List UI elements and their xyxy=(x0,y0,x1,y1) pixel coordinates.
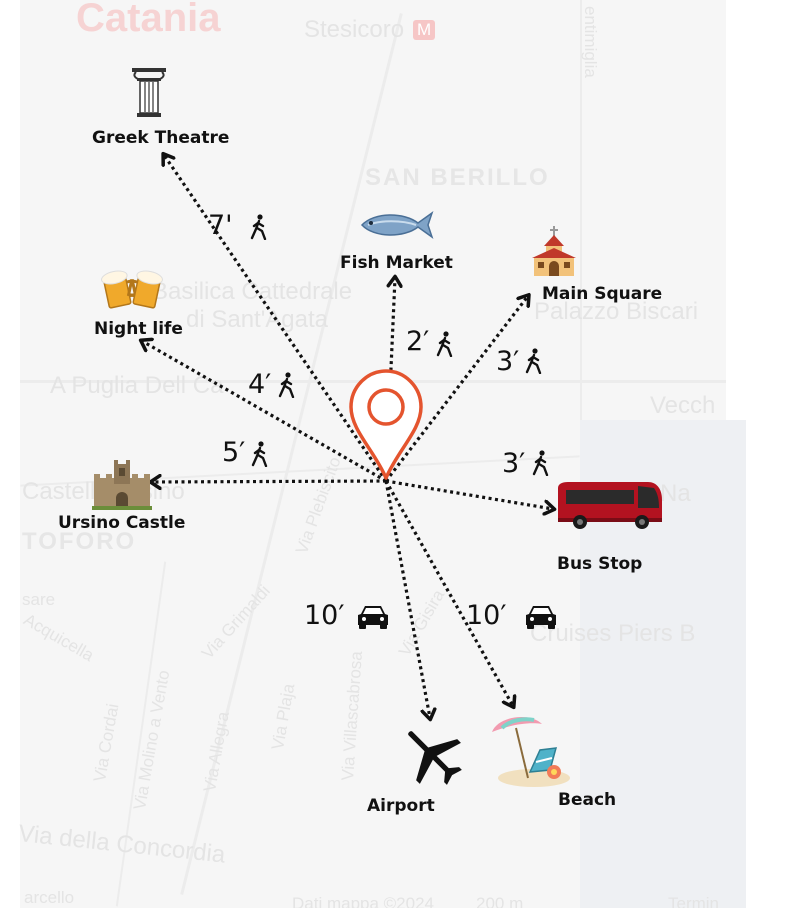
time-beach: 10′ xyxy=(466,600,507,631)
map-label-puglia: A Puglia Dell Ca xyxy=(50,372,224,399)
map-label-toforo: TOFORO xyxy=(22,528,137,555)
walking-icon xyxy=(532,450,549,476)
arrow-night-life xyxy=(142,341,387,483)
time-greek-theatre: 7' xyxy=(208,210,233,241)
time-night-life: 4′ xyxy=(248,369,272,400)
arrow-bus-stop xyxy=(385,479,553,509)
arrow-greek-theatre xyxy=(164,155,388,482)
map-label-marcello: arcello xyxy=(24,888,75,907)
metro-badge: M xyxy=(413,20,436,40)
location-pin-icon xyxy=(349,369,423,480)
time-ursino-castle: 5′ xyxy=(222,437,246,468)
walking-icon xyxy=(250,214,267,240)
walking-icon xyxy=(251,441,268,467)
car-icon xyxy=(526,606,556,629)
map-background xyxy=(20,0,746,908)
walking-icon xyxy=(436,331,453,357)
car-icon xyxy=(358,606,388,629)
label-fish-market: Fish Market xyxy=(340,253,453,273)
walking-icon xyxy=(525,348,542,374)
map-label-stesicoro: Stesicoro xyxy=(304,16,405,43)
map-label-palazzo: Palazzo Biscari xyxy=(534,298,699,325)
map-city-label: Catania xyxy=(76,0,221,40)
walking-icon xyxy=(278,372,295,398)
beer-mugs-icon xyxy=(101,270,163,309)
airplane-icon xyxy=(408,731,462,785)
map-label-basilica-2: di Sant'Agata xyxy=(186,306,329,333)
church-icon xyxy=(532,226,576,276)
map-attribution: Dati mappa ©2024 xyxy=(292,894,435,908)
map-scale: 200 m xyxy=(476,894,524,908)
fish-icon xyxy=(360,211,434,239)
time-main-square: 3′ xyxy=(496,346,520,377)
time-airport: 10′ xyxy=(304,600,345,631)
map-label-basilica-1: Basilica Cattedrale xyxy=(152,278,353,305)
label-greek-theatre: Greek Theatre xyxy=(92,128,230,148)
map-terms: Termin xyxy=(668,894,720,908)
castle-icon xyxy=(92,460,152,510)
time-fish-market: 2′ xyxy=(406,326,430,357)
bus-icon xyxy=(558,482,662,529)
arrow-beach xyxy=(384,480,513,706)
map-label-san-berillo: SAN BERILLO xyxy=(365,164,550,191)
label-bus-stop: Bus Stop xyxy=(557,554,643,574)
arrow-ursino-castle xyxy=(152,481,387,482)
map-label-sare: sare xyxy=(22,590,56,609)
label-airport: Airport xyxy=(367,796,435,816)
map-label-vecch: Vecch xyxy=(650,392,716,419)
map-label-cruises: Cruises Piers B xyxy=(530,620,696,647)
label-main-square: Main Square xyxy=(542,284,663,304)
greek-column-icon xyxy=(132,68,166,117)
label-night-life: Night life xyxy=(94,319,183,339)
time-bus-stop: 3′ xyxy=(502,448,526,479)
label-beach: Beach xyxy=(558,790,617,810)
label-ursino-castle: Ursino Castle xyxy=(58,513,186,533)
arrow-airport xyxy=(384,480,430,718)
beach-umbrella-icon xyxy=(492,717,570,787)
